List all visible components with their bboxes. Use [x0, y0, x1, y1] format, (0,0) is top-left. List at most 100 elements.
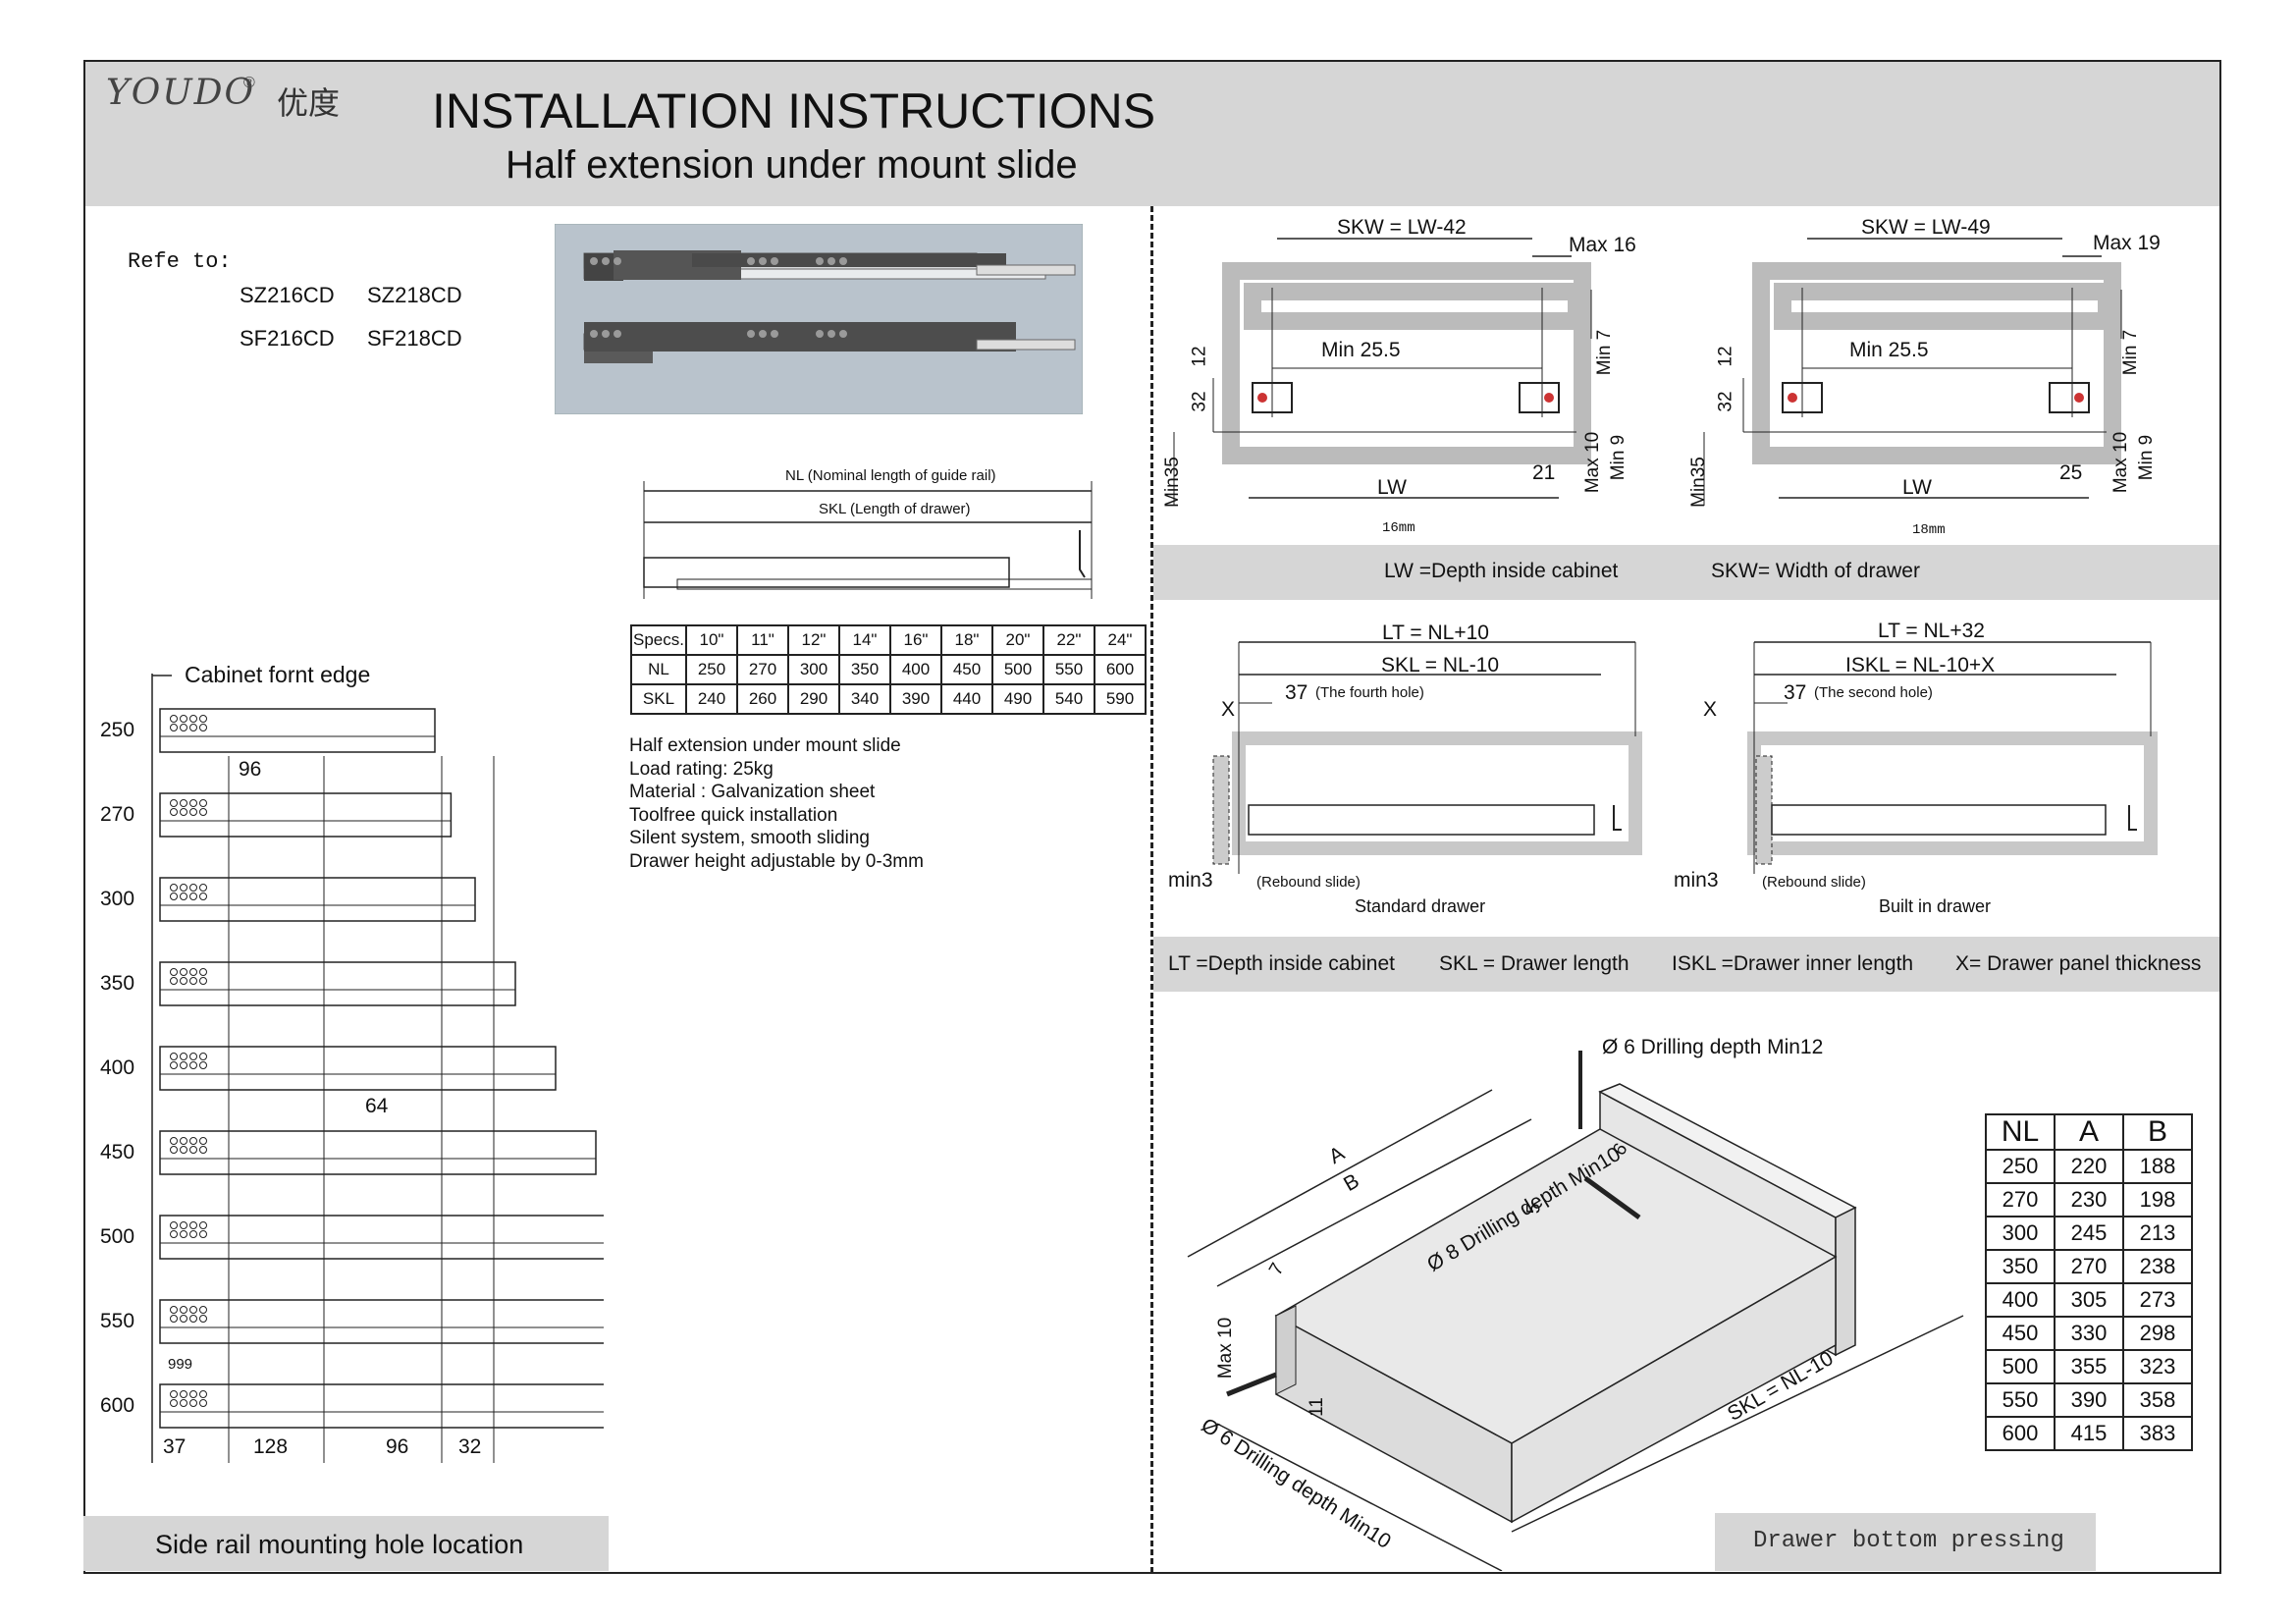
min-7-label: Min 7 — [2120, 329, 2142, 376]
mounting-hole — [170, 1137, 178, 1145]
min35-label: Min35 — [1161, 457, 1183, 508]
brand-logo-cn: 优度 — [277, 85, 341, 121]
spec-table-cell: 300 — [787, 654, 840, 685]
max-19-label: Max 19 — [2093, 232, 2161, 254]
mounting-hole — [170, 1230, 178, 1238]
fourth-hole-note: (The fourth hole) — [1315, 684, 1424, 701]
mounting-hole — [199, 1230, 207, 1238]
spec-table-cell: 11" — [736, 624, 789, 656]
nab-table-cell: 245 — [2054, 1216, 2124, 1251]
spec-table-cell: SKL — [630, 683, 687, 715]
mounting-hole — [170, 1053, 178, 1060]
spec-table-cell: 20" — [991, 624, 1044, 656]
dim-5: 5 — [1523, 1203, 1545, 1215]
bottom-pressing-caption: Drawer bottom pressing — [1753, 1528, 2064, 1554]
nl-label: NL (Nominal length of guide rail) — [785, 467, 996, 484]
nab-table-cell: 270 — [1985, 1182, 2056, 1217]
min3-label: min3 — [1674, 869, 1719, 892]
feature-item: Half extension under mount slide — [629, 735, 901, 756]
min35-label: Min35 — [1687, 457, 1709, 508]
product-photo — [555, 224, 1083, 414]
mounting-hole — [199, 893, 207, 900]
spec-table-cell: 12" — [787, 624, 840, 656]
mounting-hole — [189, 884, 197, 892]
mounting-hole — [199, 1146, 207, 1154]
mounting-hole — [170, 884, 178, 892]
mounting-hole — [189, 977, 197, 985]
mounting-hole — [170, 1061, 178, 1069]
spec-table-cell: 600 — [1094, 654, 1147, 685]
dim-12: 12 — [1189, 346, 1210, 367]
mounting-hole — [199, 808, 207, 816]
spec-table-cell: 500 — [991, 654, 1044, 685]
model-code: SZ216CD — [240, 283, 335, 307]
spec-table-cell: 24" — [1094, 624, 1147, 656]
model-code: SF216CD — [240, 326, 335, 351]
feature-item: Silent system, smooth sliding — [629, 828, 870, 848]
mounting-hole — [180, 1053, 187, 1060]
mounting-hole — [189, 1221, 197, 1229]
nab-table-cell: 415 — [2054, 1416, 2124, 1451]
dim-96: 96 — [386, 1435, 409, 1458]
side-rail — [159, 1299, 604, 1344]
mounting-hole — [170, 724, 178, 731]
second-hole-note: (The second hole) — [1814, 684, 1933, 701]
lt-formula-standard: LT = NL+10 — [1382, 622, 1489, 644]
standard-drawer-caption: Standard drawer — [1355, 896, 1486, 916]
spec-table-cell: 22" — [1042, 624, 1095, 656]
feature-list: Half extension under mount slide Load ra… — [629, 734, 924, 873]
nab-table-cell: 250 — [1985, 1149, 2056, 1184]
x-label: X — [1703, 698, 1718, 721]
side-rail — [159, 1383, 604, 1429]
nab-table-cell: 273 — [2122, 1282, 2193, 1318]
nab-table-cell: 550 — [1985, 1382, 2056, 1418]
rail-length-label: 270 — [100, 803, 135, 826]
mounting-hole — [170, 799, 178, 807]
max-10-label: Max 10 — [1582, 431, 1604, 494]
spec-table-cell: 540 — [1042, 683, 1095, 715]
rebound-slide-note: (Rebound slide) — [1256, 874, 1361, 891]
skl-label: SKL (Length of drawer) — [819, 501, 971, 517]
mounting-hole — [199, 724, 207, 731]
min-25-5-label: Min 25.5 — [1849, 339, 1929, 361]
mounting-hole — [189, 1137, 197, 1145]
dim-128: 128 — [253, 1435, 289, 1458]
rail-length-label: 600 — [100, 1394, 135, 1417]
rail-length-label: 250 — [100, 719, 135, 741]
side-rail — [159, 1215, 604, 1260]
refer-label: Refe to: — [128, 249, 232, 274]
model-code: SZ218CD — [367, 283, 462, 307]
mounting-hole — [180, 1137, 187, 1145]
thickness-18-label: 18mm — [1912, 522, 1946, 538]
column-divider — [1150, 206, 1153, 1573]
mounting-hole — [189, 893, 197, 900]
mounting-hole — [180, 968, 187, 976]
dim-21: 21 — [1532, 461, 1556, 484]
cross-section-diagrams — [1173, 238, 2122, 506]
nab-table-cell: B — [2122, 1113, 2193, 1151]
legend-band-2 — [1153, 937, 2219, 992]
spec-table-cell: 14" — [838, 624, 891, 656]
spec-table-cell: 290 — [787, 683, 840, 715]
mounting-hole — [170, 1306, 178, 1314]
mounting-hole — [189, 808, 197, 816]
mounting-hole — [180, 1061, 187, 1069]
spec-table-cell: 400 — [889, 654, 942, 685]
mounting-hole — [199, 968, 207, 976]
model-code: SF218CD — [367, 326, 462, 351]
page-subtitle: Half extension under mount slide — [506, 143, 1078, 187]
drawer-side-views — [1212, 641, 2158, 874]
x-legend: X= Drawer panel thickness — [1955, 952, 2202, 975]
side-rail — [159, 877, 476, 922]
mounting-hole — [189, 1053, 197, 1060]
feature-item: Drawer height adjustable by 0-3mm — [629, 850, 924, 872]
